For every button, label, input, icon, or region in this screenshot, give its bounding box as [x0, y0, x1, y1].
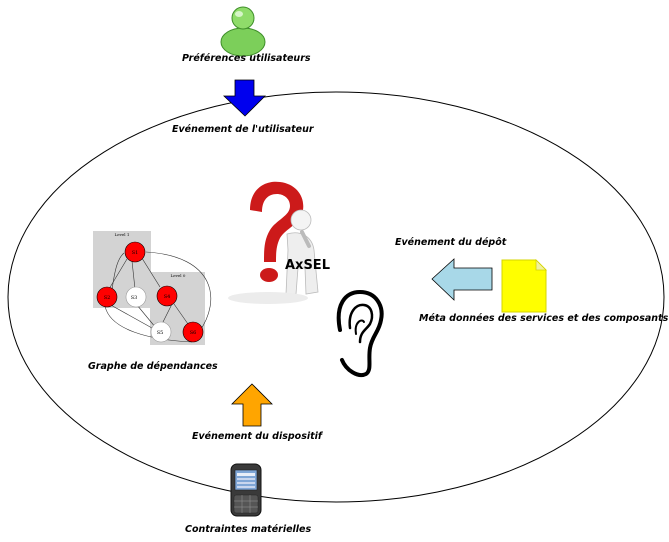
- graph-level1-label: Level 1: [115, 232, 130, 237]
- user-preferences-label: Préférences utilisateurs: [182, 53, 311, 64]
- graph-node: [124, 241, 146, 263]
- context-ellipse: [7, 91, 665, 503]
- smartphone-icon: [230, 463, 262, 517]
- graph-node: [96, 286, 118, 308]
- user-event-arrow: [223, 79, 266, 117]
- repo-event-arrow: [431, 258, 493, 301]
- user-event-label: Evénement de l'utilisateur: [172, 124, 314, 135]
- ear-icon: [336, 289, 384, 377]
- graph-level0-label: Level 0: [171, 273, 186, 278]
- graph-node-label: S4: [164, 294, 171, 300]
- device-event-arrow: [231, 383, 273, 427]
- axsel-label: AxSEL: [285, 258, 330, 273]
- graph-node-label: S5: [157, 330, 164, 336]
- graph-node-label: S6: [190, 330, 197, 336]
- graph-node-label: S1: [132, 250, 139, 256]
- metadata-label: Méta données des services et des composa…: [419, 313, 669, 324]
- graph-node: [156, 285, 178, 307]
- graph-node: [182, 321, 204, 343]
- graph-node-label: S3: [131, 295, 138, 301]
- dependency-graph: Level 1 Level 0: [93, 231, 212, 345]
- device-event-label: Evénement du dispositif: [192, 431, 323, 442]
- graph-node: [125, 286, 147, 308]
- repo-event-label: Evénement du dépôt: [395, 237, 507, 248]
- graph-node-label: S2: [104, 295, 111, 301]
- dependency-graph-label: Graphe de dépendances: [88, 361, 218, 372]
- document-icon: [501, 259, 547, 313]
- hardware-constraints-label: Contraintes matérielles: [185, 524, 312, 535]
- user-icon: [220, 6, 266, 57]
- graph-node: [150, 321, 172, 343]
- question-thinker-icon: [228, 181, 319, 304]
